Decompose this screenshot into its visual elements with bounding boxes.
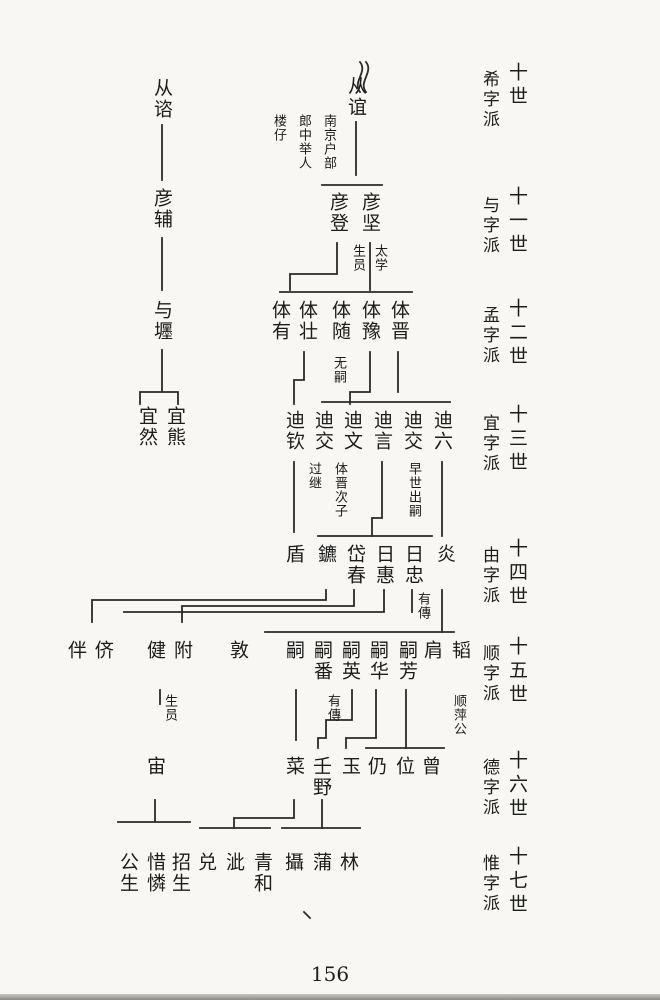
person-name: 壬野 (310, 756, 332, 798)
person-name: 岱春 (344, 544, 366, 586)
branch-label: 与字派 (479, 196, 499, 256)
person-name: 惜憐 (144, 852, 166, 894)
annotation-note: 无嗣 (331, 356, 346, 384)
person-name: 迪交 (401, 410, 423, 452)
person-name: 嗣番 (311, 640, 333, 682)
person-name: 兑 (195, 852, 217, 873)
person-name: 炎 (434, 544, 456, 565)
person-name: 敦 (227, 640, 249, 661)
person-name: 体随 (329, 300, 351, 342)
person-name: 嗣英 (339, 640, 361, 682)
person-name: 菜 (283, 756, 305, 777)
person-name: 彦辅 (151, 188, 173, 230)
generation-label: 十四世 (506, 538, 528, 610)
person-name: 迪钦 (283, 410, 305, 452)
person-name: 韬 (449, 640, 471, 661)
branch-label: 孟字派 (479, 306, 499, 366)
generation-label: 十六世 (506, 750, 528, 822)
annotation-note: 郎中举人 (296, 114, 311, 170)
person-name: 公生 (117, 852, 139, 894)
annotation-note: 生员 (162, 694, 177, 722)
generation-label: 十一世 (506, 186, 528, 258)
annotation-note: 过继 (306, 462, 321, 490)
person-name: 迪言 (371, 410, 393, 452)
branch-label: 德字派 (479, 758, 499, 818)
person-name: 仍 (365, 756, 387, 777)
person-name: 日忠 (402, 544, 424, 586)
annotation-note: 南京户部 (321, 114, 336, 170)
person-name: 体晋 (388, 300, 410, 342)
person-name: 伴 (65, 640, 87, 661)
annotation-note: 生员 (350, 244, 365, 272)
person-name: 健 (144, 640, 166, 661)
person-name: 位 (393, 756, 415, 777)
person-name: 体壮 (296, 300, 318, 342)
person-name: 盾 (283, 544, 305, 565)
person-name: 肩 (421, 640, 443, 661)
branch-label: 希字派 (479, 70, 499, 130)
generation-label: 十二世 (506, 298, 528, 370)
person-name: 宜熊 (164, 406, 186, 448)
generation-label: 十三世 (506, 404, 528, 476)
annotation-note: 顺萍公 (451, 694, 466, 736)
person-name: 体豫 (359, 300, 381, 342)
annotation-note: 太学 (372, 244, 387, 272)
person-name: 迪交 (312, 410, 334, 452)
person-name: 攝 (282, 852, 304, 873)
annotation-note: 楼仔 (271, 114, 286, 142)
person-name: 从谘 (151, 78, 173, 120)
person-name: 宜然 (136, 406, 158, 448)
person-name: 嗣 (283, 640, 305, 661)
person-name: 彦坚 (359, 192, 381, 234)
person-name: 与壥 (151, 300, 173, 342)
person-name: 蒲 (310, 852, 332, 873)
person-name: 附 (171, 640, 193, 661)
person-name: 玉 (339, 756, 361, 777)
generation-label: 十世 (506, 62, 528, 110)
annotation-note: 早世出嗣 (406, 462, 421, 518)
person-name: 林 (337, 852, 359, 873)
annotation-note: 有傳 (325, 694, 340, 722)
person-name: 嗣华 (367, 640, 389, 682)
scan-edge (0, 994, 660, 1000)
generation-label: 十七世 (506, 846, 528, 918)
person-name: 彦登 (327, 192, 349, 234)
person-name: 体有 (269, 300, 291, 342)
person-name: 日惠 (373, 544, 395, 586)
annotation-note: 体晋次子 (332, 462, 347, 518)
person-name: 招生 (169, 852, 191, 894)
person-name: 青和 (251, 852, 273, 894)
person-name: 鑣 (315, 544, 337, 565)
person-name: 宙 (144, 756, 166, 777)
branch-label: 宜字派 (479, 414, 499, 474)
person-name: 从谊 (345, 76, 367, 118)
branch-label: 惟字派 (479, 854, 499, 914)
branch-label: 由字派 (479, 546, 499, 606)
page-number: 156 (310, 962, 350, 986)
person-name: 嗣芳 (396, 640, 418, 682)
person-name: 泚 (223, 852, 245, 873)
branch-label: 顺字派 (479, 644, 499, 704)
generation-label: 十五世 (506, 636, 528, 708)
person-name: 曾 (419, 756, 441, 777)
person-name: 侪 (92, 640, 114, 661)
annotation-note: 有傳 (415, 592, 430, 620)
person-name: 迪文 (341, 410, 363, 452)
person-name: 迪六 (431, 410, 453, 452)
